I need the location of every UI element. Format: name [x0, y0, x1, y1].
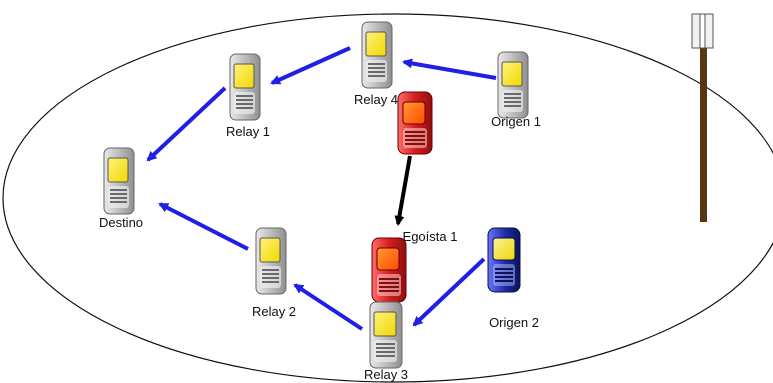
- labels-layer: Relay 4 Relay 1 Origen 1 Destino Egoísta…: [99, 92, 541, 382]
- edge-egoista-to-egoista1: [394, 155, 412, 226]
- label-origen1: Origen 1: [491, 114, 541, 129]
- phone-egoista1-icon: [371, 237, 407, 303]
- edges-layer: [146, 46, 497, 331]
- label-relay1: Relay 1: [226, 124, 270, 139]
- label-destino: Destino: [99, 215, 143, 230]
- coverage-area-ellipse: [2, 13, 773, 383]
- phone-relay2-icon: [255, 227, 287, 295]
- cell-tower-icon: [691, 13, 714, 222]
- label-relay4: Relay 4: [354, 92, 398, 107]
- edge-relay3-to-relay2: [293, 283, 364, 331]
- phone-relay1-icon: [229, 53, 261, 121]
- edge-origen2-to-relay3: [412, 257, 486, 327]
- phone-destino-icon: [103, 147, 135, 215]
- edge-relay1-to-destino: [146, 86, 227, 162]
- phone-egoista-red-top-icon: [397, 91, 433, 155]
- edge-relay4-to-relay1: [270, 46, 351, 85]
- edge-relay2-to-destino: [158, 202, 249, 251]
- phone-origen2-icon: [487, 227, 521, 293]
- label-egoista1: Egoísta 1: [403, 229, 458, 244]
- phone-origen1-icon: [497, 51, 529, 119]
- label-relay2: Relay 2: [252, 304, 296, 319]
- nodes-layer: [103, 21, 529, 369]
- phone-relay3-icon: [369, 301, 403, 369]
- label-origen2: Origen 2: [489, 315, 539, 330]
- edge-origen1-to-relay4: [402, 58, 497, 80]
- label-relay3: Relay 3: [364, 367, 408, 382]
- phone-relay4-icon: [361, 21, 393, 89]
